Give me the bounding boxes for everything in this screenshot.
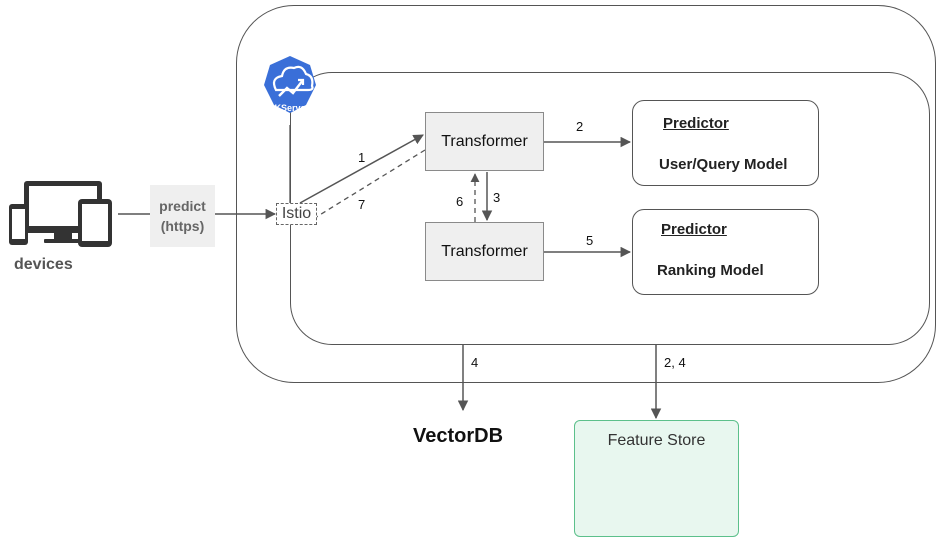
- inference-service-container: [290, 72, 930, 345]
- step-label-5: 5: [586, 233, 594, 248]
- kserve-logo: [264, 56, 316, 113]
- predictor-model-name: Ranking Model: [657, 262, 764, 279]
- feature-store: Feature Store: [574, 420, 739, 537]
- feature-store-label: Feature Store: [607, 432, 706, 449]
- step-label-2: 2: [576, 119, 584, 134]
- step-label-3: 3: [493, 190, 501, 205]
- istio-gateway: Istio: [276, 203, 317, 225]
- predict-label-line2: (https): [160, 218, 205, 234]
- predictor-ranking: Predictor Ranking Model: [632, 209, 819, 295]
- devices-label: devices: [14, 256, 73, 273]
- step-label-7: 7: [358, 197, 366, 212]
- transformer-2: Transformer: [425, 222, 544, 281]
- predict-label-line1: predict: [159, 198, 206, 214]
- predictor-title: Predictor: [663, 115, 729, 132]
- predict-request-label: predict (https): [150, 185, 215, 247]
- step-label-1: 1: [358, 150, 366, 165]
- step-label-4: 4: [471, 355, 479, 370]
- step-label-6: 6: [456, 194, 464, 209]
- transformer-1: Transformer: [425, 112, 544, 171]
- predictor-user-query: Predictor User/Query Model: [632, 100, 819, 186]
- step-label-2-4: 2, 4: [664, 355, 686, 370]
- arrow-step-1: [299, 134, 424, 204]
- predictor-model-name: User/Query Model: [659, 156, 788, 173]
- arrow-step-7: [304, 149, 426, 225]
- predictor-title: Predictor: [661, 221, 727, 238]
- vectordb-label: VectorDB: [413, 425, 504, 447]
- devices-icon: [9, 181, 112, 247]
- kserve-logo-text: KServe: [274, 103, 306, 113]
